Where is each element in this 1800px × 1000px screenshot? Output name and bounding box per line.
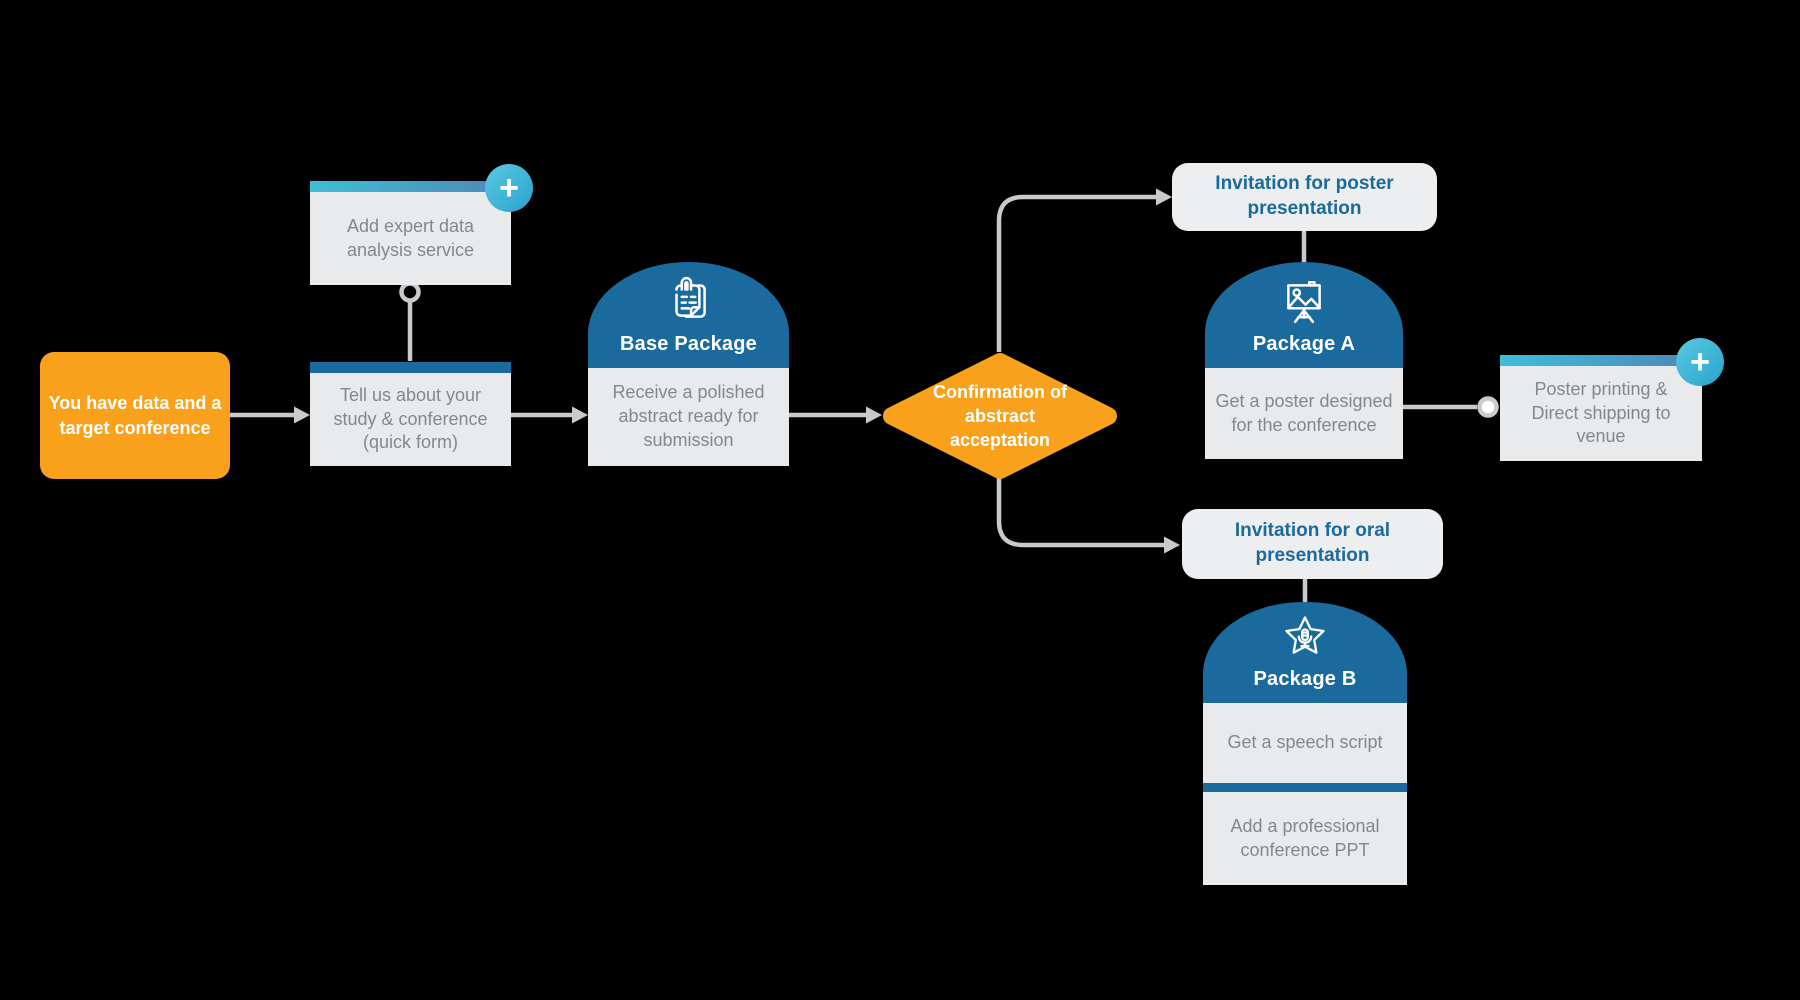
- decision-label-wrap: Confirmation of abstract acceptation: [878, 352, 1122, 480]
- star-microphone-icon: [1285, 616, 1325, 654]
- package-a-body: Get a poster designed for the conference: [1205, 368, 1403, 459]
- decision-label: Confirmation of abstract acceptation: [933, 381, 1067, 451]
- addon-analysis-label: Add expert data analysis service: [346, 215, 475, 260]
- arrowhead-icon: [294, 406, 310, 424]
- package-b-body-1: Get a speech script: [1203, 703, 1407, 783]
- base-package-header: Base Package: [588, 262, 789, 368]
- start-node: You have data and a target conference: [40, 352, 230, 479]
- addon-printing-body: Poster printing & Direct shipping to ven…: [1500, 366, 1702, 461]
- package-b-card: Package B Get a speech script Add a prof…: [1203, 602, 1407, 885]
- junction-circle-icon: [1477, 396, 1499, 418]
- invitation-poster-label: Invitation for poster presentation: [1215, 173, 1394, 219]
- package-a-header: Package A: [1205, 262, 1403, 368]
- poster-easel-icon: [1287, 281, 1321, 324]
- addon-printing-node: Poster printing & Direct shipping to ven…: [1500, 338, 1724, 461]
- plus-glyph: +: [1690, 343, 1710, 381]
- invitation-oral-node: Invitation for oral presentation: [1182, 509, 1443, 579]
- form-accent-bar: [310, 362, 511, 373]
- base-package-title: Base Package: [620, 333, 757, 355]
- connector-decision-to-poster-invite: [996, 194, 1156, 352]
- addon-analysis-node: Add expert data analysis service +: [310, 164, 533, 285]
- connector-decision-to-oral-invite: [996, 478, 1164, 548]
- base-package-card: Base Package Receive a polished abstract…: [588, 262, 789, 466]
- document-paperclip-icon: [674, 276, 706, 318]
- package-b-title: Package B: [1253, 668, 1357, 690]
- plus-glyph: +: [499, 169, 519, 207]
- package-b-body-2-label: Add a professional conference PPT: [1230, 815, 1380, 860]
- package-b-divider: [1203, 783, 1407, 792]
- invitation-oral-label: Invitation for oral presentation: [1234, 520, 1391, 566]
- package-b-body-2: Add a professional conference PPT: [1203, 792, 1407, 885]
- addon-printing-label: Poster printing & Direct shipping to ven…: [1531, 378, 1671, 447]
- decision-node: Confirmation of abstract acceptation: [878, 352, 1122, 480]
- package-b-header: Package B: [1203, 602, 1407, 703]
- plus-icon: +: [1676, 338, 1724, 386]
- invitation-poster-node: Invitation for poster presentation: [1172, 163, 1437, 231]
- arrowhead-icon: [572, 406, 588, 424]
- addon-printing-accent-bar: [1500, 355, 1702, 366]
- base-package-body: Receive a polished abstract ready for su…: [588, 368, 789, 466]
- package-a-body-label: Get a poster designed for the conference: [1215, 390, 1393, 435]
- arrowhead-icon: [1164, 536, 1180, 554]
- plus-icon: +: [485, 164, 533, 212]
- addon-analysis-body: Add expert data analysis service: [310, 192, 511, 285]
- addon-analysis-accent-bar: [310, 181, 511, 192]
- package-a-card: Package A Get a poster designed for the …: [1205, 262, 1403, 459]
- form-body: Tell us about your study & conference (q…: [310, 373, 511, 466]
- diamond-shape: [883, 353, 1117, 479]
- form-label: Tell us about your study & conference (q…: [333, 384, 488, 453]
- junction-circle-icon: [399, 281, 421, 303]
- start-node-label: You have data and a target conference: [48, 393, 222, 438]
- base-package-body-label: Receive a polished abstract ready for su…: [612, 382, 765, 450]
- arrowhead-icon: [1156, 188, 1172, 206]
- form-node: Tell us about your study & conference (q…: [310, 362, 511, 466]
- package-a-title: Package A: [1252, 333, 1356, 355]
- package-b-body-1-label: Get a speech script: [1227, 732, 1383, 753]
